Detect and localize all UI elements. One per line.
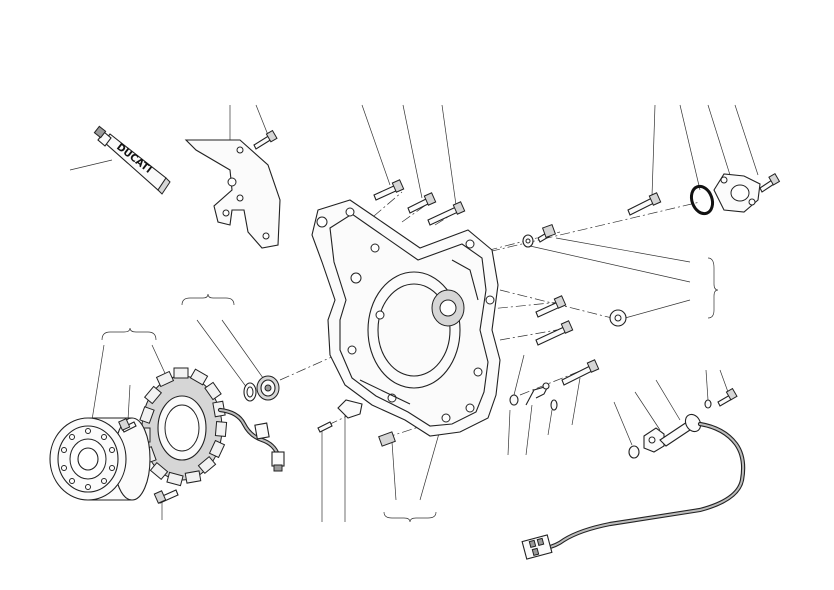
bracket-screw	[253, 129, 278, 150]
screw-2	[407, 192, 437, 214]
leader-lines	[69, 104, 759, 522]
stator	[101, 327, 285, 487]
group-brace-bearing	[181, 293, 235, 306]
sealant-brand-label: DUCATI	[114, 142, 153, 176]
sealant-tube: DUCATI	[93, 125, 171, 195]
screw-3	[427, 201, 466, 226]
group-brace-right	[707, 257, 719, 319]
cover-screws-top	[373, 179, 466, 226]
screw-1	[373, 179, 405, 201]
right-top-parts	[627, 172, 781, 216]
bracket-plate	[184, 139, 281, 249]
stator-screws	[118, 418, 179, 504]
o-ring	[689, 184, 715, 216]
group-brace-stator	[101, 327, 157, 341]
group-brace-bottom	[383, 511, 437, 523]
center-right-screws	[535, 295, 600, 386]
flywheel	[49, 417, 151, 501]
stator-teeth	[139, 367, 228, 487]
pickup-sensor	[521, 387, 746, 560]
bearing-set	[181, 293, 280, 402]
right-mid-parts	[522, 223, 719, 327]
sensor-connector	[521, 534, 553, 560]
clip-and-washers	[509, 382, 558, 411]
flywheel-holes	[61, 428, 115, 490]
cover-pins	[317, 399, 396, 447]
generator-cover	[311, 199, 501, 437]
